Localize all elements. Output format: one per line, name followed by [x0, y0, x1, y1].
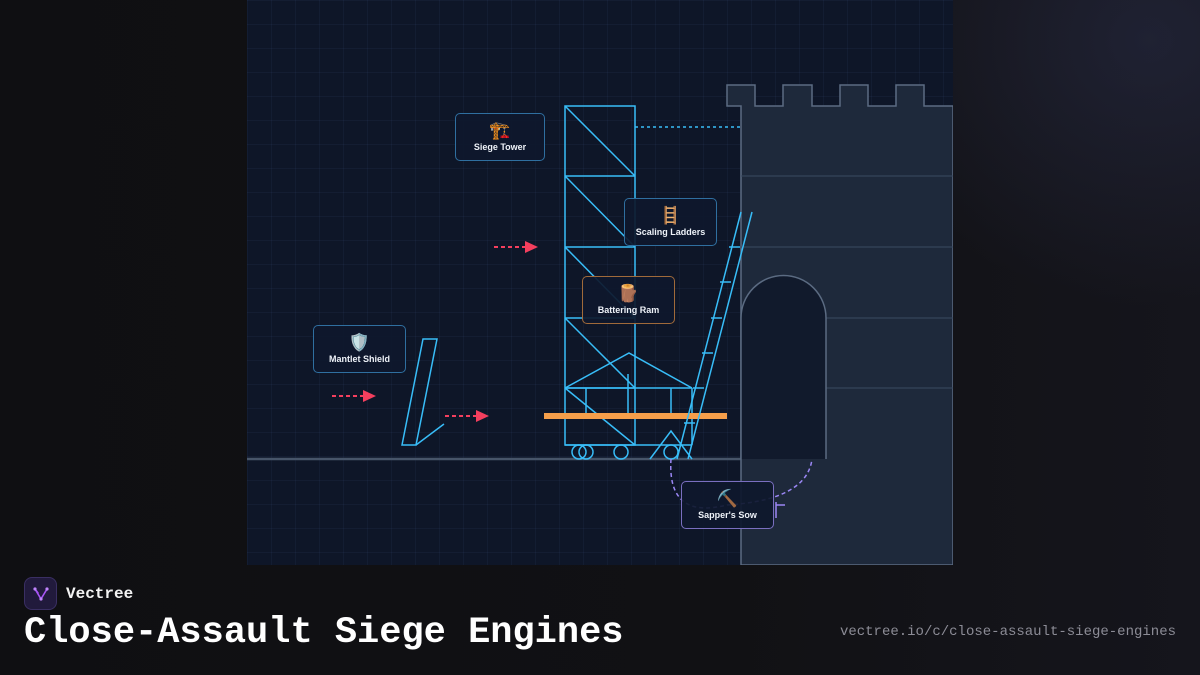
- arrow-heads: [363, 241, 538, 422]
- sapper-tunnel: [670, 458, 813, 509]
- arrow-head-tower: [525, 241, 538, 253]
- tunnel-timber: [775, 502, 785, 518]
- label-siege-tower[interactable]: 🏗️ Siege Tower: [455, 113, 545, 161]
- pickaxe-icon: ⛏️: [716, 489, 739, 509]
- page-title: Close-Assault Siege Engines: [24, 612, 624, 654]
- arrow-head-mantlet: [363, 390, 376, 402]
- label-sappers-sow[interactable]: ⛏️ Sapper's Sow: [681, 481, 774, 529]
- ram-housing: [564, 352, 693, 446]
- label-scaling-ladders-text: Scaling Ladders: [635, 227, 706, 237]
- page-url[interactable]: vectree.io/c/close-assault-siege-engines: [839, 624, 1176, 640]
- vectree-logo-icon: [24, 577, 57, 610]
- mantlet-shield: [401, 338, 445, 446]
- castle-gate: [740, 274, 827, 459]
- sow-frame: [649, 429, 693, 460]
- construction-crane-icon: 🏗️: [489, 121, 511, 141]
- diagram-canvas: 🏗️ Siege Tower 🪜 Scaling Ladders 🪵 Batte…: [247, 0, 953, 565]
- advance-arrows: [332, 246, 526, 417]
- wood-log-icon: 🪵: [617, 284, 640, 304]
- brand-name: Vectree: [66, 584, 134, 603]
- siege-diagram: [247, 84, 953, 565]
- scaling-ladder: [676, 211, 753, 460]
- label-mantlet-shield[interactable]: 🛡️ Mantlet Shield: [313, 325, 406, 373]
- label-battering-ram[interactable]: 🪵 Battering Ram: [582, 276, 675, 324]
- label-mantlet-shield-text: Mantlet Shield: [328, 354, 390, 364]
- label-battering-ram-text: Battering Ram: [597, 305, 660, 315]
- wheels: [571, 444, 679, 460]
- label-scaling-ladders[interactable]: 🪜 Scaling Ladders: [624, 198, 717, 246]
- label-siege-tower-text: Siege Tower: [473, 142, 527, 152]
- ladder-icon: 🪜: [659, 206, 682, 226]
- shield-icon: 🛡️: [348, 333, 371, 353]
- brand[interactable]: Vectree: [24, 577, 133, 610]
- arrow-head-ram: [476, 410, 489, 422]
- label-sappers-sow-text: Sapper's Sow: [698, 510, 757, 520]
